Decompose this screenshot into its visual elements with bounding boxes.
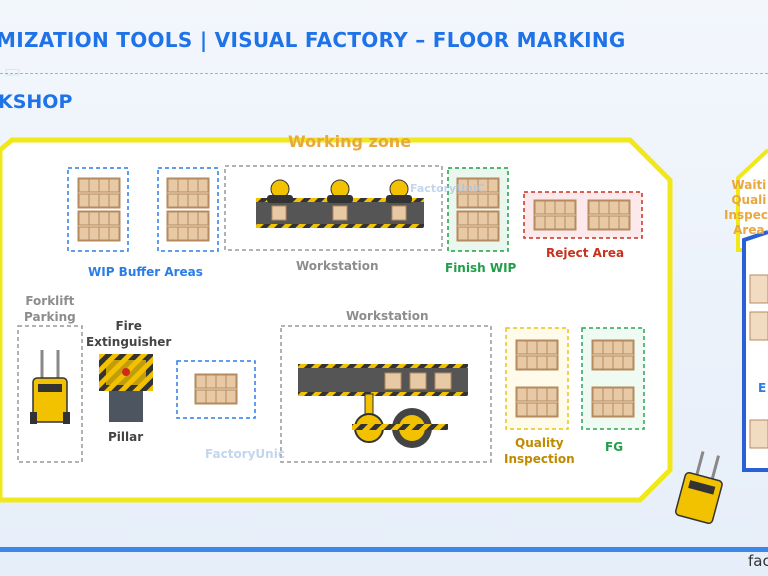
footer-brand: fac bbox=[748, 552, 768, 570]
worker-2 bbox=[327, 179, 353, 221]
workstation-bottom-label: Workstation bbox=[346, 309, 429, 323]
pillar-label: Pillar bbox=[108, 430, 144, 444]
right-pallets bbox=[749, 274, 768, 449]
wip-buffer-area-2 bbox=[157, 167, 219, 252]
watermark-1: FactoryUniC bbox=[410, 182, 485, 195]
fire-extinguisher-label: Fire Extinguisher bbox=[86, 319, 172, 349]
right-area-partial-label: E bbox=[758, 381, 767, 395]
quality-inspection-area bbox=[505, 327, 569, 430]
wip-buffer-area-3 bbox=[176, 360, 256, 419]
forklift-parking-area bbox=[17, 325, 83, 463]
page-subtitle: KSHOP bbox=[0, 91, 73, 113]
wip-buffer-areas-label: WIP Buffer Areas bbox=[88, 265, 203, 279]
forklift-outside bbox=[674, 451, 723, 525]
waiting-quality-inspection-label: Waiti Quali Inspect Area bbox=[724, 178, 768, 237]
forklift-parking-label: Forklift Parking bbox=[24, 294, 76, 324]
workstation-top-label: Workstation bbox=[296, 259, 379, 273]
worker-3 bbox=[386, 179, 412, 221]
worker-1 bbox=[267, 179, 293, 221]
finish-wip-area bbox=[447, 167, 509, 252]
finish-wip-label: Finish WIP bbox=[445, 261, 517, 275]
reject-area bbox=[523, 191, 643, 239]
wip-buffer-area-1 bbox=[67, 167, 129, 252]
quality-inspection-label: Quality Inspection bbox=[504, 436, 575, 466]
pillar bbox=[109, 391, 143, 422]
page-title: MIZATION TOOLS | VISUAL FACTORY – FLOOR … bbox=[0, 28, 626, 52]
working-zone-label: Working zone bbox=[288, 132, 412, 151]
header-divider bbox=[0, 73, 768, 74]
fg-label: FG bbox=[605, 440, 624, 454]
fg-area bbox=[581, 327, 645, 430]
workstation-bottom bbox=[280, 325, 492, 463]
robot-arm bbox=[352, 393, 448, 448]
fire-extinguisher-area bbox=[99, 354, 153, 391]
footer-divider bbox=[0, 547, 768, 552]
reject-area-label: Reject Area bbox=[546, 246, 625, 260]
workstation-top bbox=[224, 165, 443, 251]
title-shadow: ▭ bbox=[4, 61, 22, 82]
watermark-2: FactoryUnic bbox=[205, 447, 285, 461]
